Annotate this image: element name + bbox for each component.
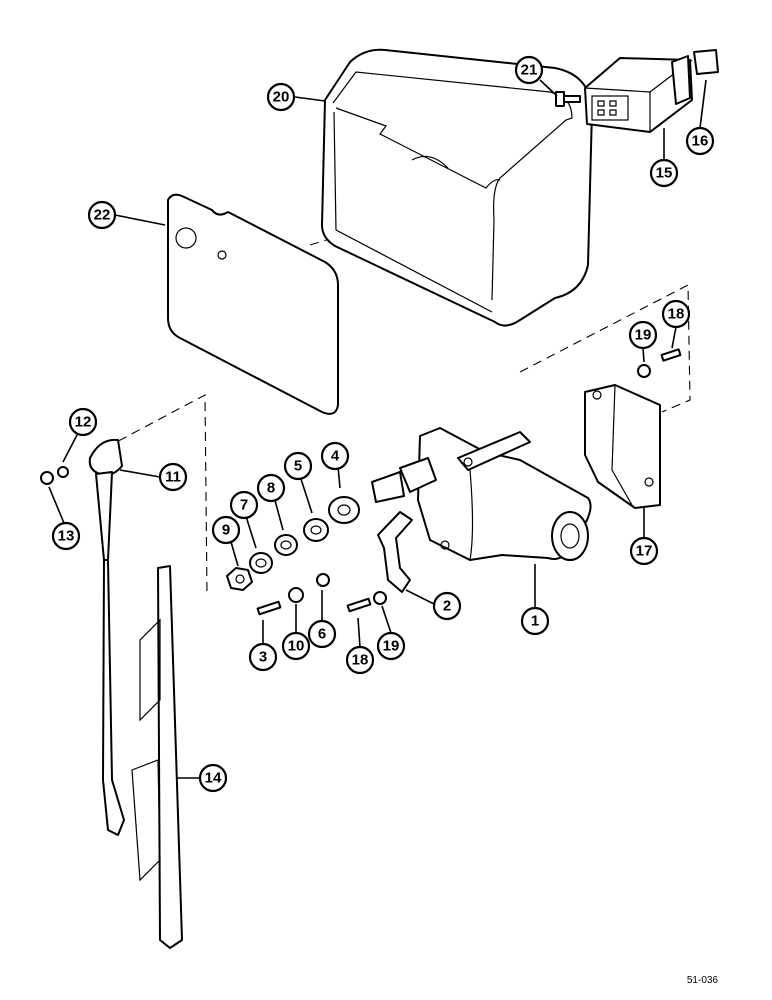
callout-label: 12 [75, 414, 92, 431]
motor-bracket [377, 511, 413, 593]
callout-11: 11 [158, 462, 188, 492]
callout-label: 18 [352, 652, 369, 669]
callout-7: 7 [229, 490, 259, 520]
callout-label: 19 [383, 638, 400, 655]
callout-18-upper: 18 [661, 299, 691, 329]
callout-10: 10 [281, 631, 311, 661]
callout-label: 20 [273, 89, 290, 106]
callout-label: 7 [240, 497, 248, 514]
mounting-bracket [584, 384, 661, 509]
callout-label: 14 [205, 770, 222, 787]
wiper-blade [131, 565, 183, 949]
callout-12: 12 [68, 407, 98, 437]
drawing-code: 51-036 [686, 975, 718, 986]
callout-label: 21 [521, 62, 538, 79]
callout-19-lower: 19 [376, 631, 406, 661]
callout-1: 1 [520, 606, 550, 636]
callout-17: 17 [629, 536, 659, 566]
relay-screw [555, 91, 581, 107]
callout-label: 13 [58, 528, 75, 545]
callout-label: 6 [318, 626, 326, 643]
callout-20: 20 [266, 82, 296, 112]
callout-label: 11 [165, 469, 181, 486]
callout-5: 5 [283, 451, 313, 481]
callout-21: 21 [514, 55, 544, 85]
callout-6: 6 [307, 619, 337, 649]
callout-22: 22 [87, 200, 117, 230]
callout-label: 10 [288, 638, 305, 655]
callout-label: 19 [635, 327, 652, 344]
relay-label [693, 49, 719, 75]
callout-2: 2 [432, 591, 462, 621]
wiper-arm [88, 438, 125, 836]
callout-8: 8 [256, 473, 286, 503]
callout-3: 3 [248, 642, 278, 672]
cover-plate [167, 193, 339, 415]
callout-label: 16 [692, 133, 709, 150]
callout-9: 9 [211, 515, 241, 545]
callout-label: 18 [668, 306, 685, 323]
callout-label: 1 [531, 613, 539, 630]
callout-label: 4 [331, 448, 340, 465]
leader-lines [48, 79, 707, 779]
housing-box [321, 48, 593, 327]
callout-14: 14 [198, 763, 228, 793]
callout-label: 22 [94, 207, 111, 224]
callout-4: 4 [320, 441, 350, 471]
callout-label: 3 [259, 649, 267, 666]
callout-label: 15 [656, 165, 673, 182]
washer-stack [226, 496, 360, 591]
callout-19-upper: 19 [628, 320, 658, 350]
relay-unit [584, 55, 693, 133]
callout-label: 17 [636, 543, 653, 560]
wiper-motor [371, 427, 592, 561]
callout-18-lower: 18 [345, 645, 375, 675]
callout-label: 8 [267, 480, 275, 497]
callout-label: 9 [222, 522, 230, 539]
callout-13: 13 [51, 521, 81, 551]
callout-16: 16 [685, 126, 715, 156]
callout-label: 2 [443, 598, 451, 615]
callout-15: 15 [649, 158, 679, 188]
small-hardware [40, 348, 682, 616]
callout-label: 5 [294, 458, 302, 475]
